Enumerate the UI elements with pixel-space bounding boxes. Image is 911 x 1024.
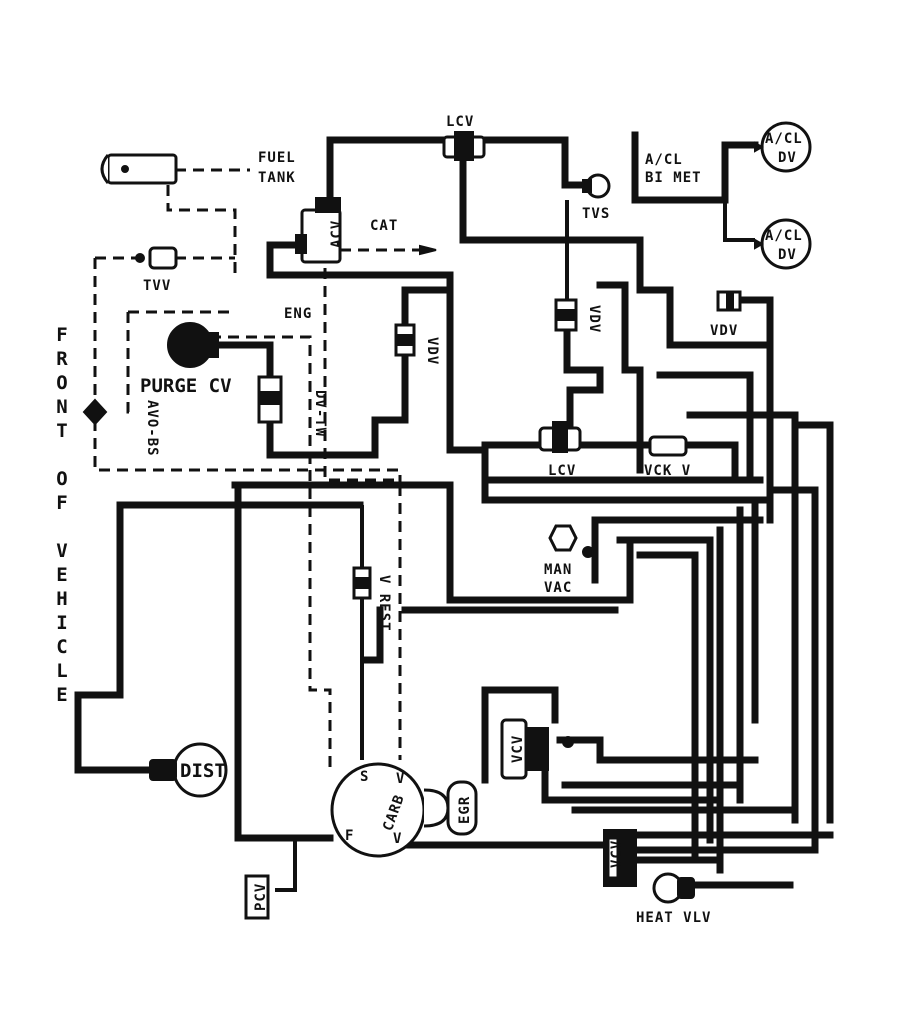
distributor (149, 742, 228, 798)
carb-port-v-top-label: V (396, 771, 405, 787)
heat-vlv-label: HEAT VLV (636, 910, 711, 926)
acl-dv-top-label-line2: DV (778, 150, 797, 166)
vcv-bottom-valve (603, 829, 637, 887)
vdv-mid-valve (554, 298, 578, 332)
acl-dv-middle (754, 218, 812, 270)
dist-label: DIST (180, 760, 226, 782)
acl-dv-top (754, 121, 812, 173)
man-vac-label-line2: VAC (544, 580, 572, 596)
purge-cv-label: PURGE CV (140, 375, 232, 397)
eng-label: ENG (284, 306, 312, 322)
dv-tw-valve (257, 375, 283, 424)
lcv-top-label: LCV (446, 114, 474, 130)
v-rest-label: V REST (376, 575, 392, 632)
front-of-vehicle-label: FRONT OF VEHICLE (51, 324, 73, 708)
cat-label: CAT (370, 218, 398, 234)
tvv-label: TVV (143, 278, 171, 294)
carb-port-s-label: S (360, 769, 369, 785)
tvv-valve (135, 246, 178, 270)
man-vac-port (548, 524, 594, 558)
fuel-tank-label-line1: FUEL (258, 150, 296, 166)
acl-bimet-label-line1: A/CL (645, 152, 683, 168)
vdv-mid-label: VDV (586, 305, 602, 333)
avo-bs-label: AVO-BS (144, 400, 160, 457)
vckv-valve (648, 435, 688, 457)
vdv-right-valve (716, 290, 742, 312)
fuel-tank-label-line2: TANK (258, 170, 296, 186)
avo-bs-valve (82, 398, 108, 426)
acv-label: ACV (329, 220, 345, 248)
carb-port-v-bot-label: V (393, 831, 402, 847)
pcv-valve (244, 874, 270, 920)
pcv-label: PCV (253, 883, 269, 911)
egr-valve (423, 780, 478, 836)
vcv-label: VCV (510, 735, 526, 763)
acl-dv-mid-label-line1: A/CL (765, 228, 803, 244)
dv-tw-label: DV-TW (312, 390, 328, 437)
fuel-tank-canister (100, 153, 178, 185)
vcv-bottom-label: VCV (609, 840, 625, 868)
vcv-valve (500, 718, 574, 780)
v-rest-restrictor (352, 566, 372, 600)
acl-bimet-label-line2: BI MET (645, 170, 702, 186)
heat-valve (652, 872, 695, 904)
acv-valve (295, 197, 342, 264)
egr-label: EGR (457, 796, 473, 824)
vckv-label: VCK V (644, 463, 691, 479)
lcv-mid-valve (538, 421, 582, 453)
dashed-hoses (93, 168, 430, 770)
vdv-center-label: VDV (424, 337, 440, 365)
lcv-mid-label: LCV (548, 463, 576, 479)
vdv-right-label: VDV (710, 323, 738, 339)
tvs-label: TVS (582, 206, 610, 222)
cat-arrow-icon (419, 244, 437, 256)
purge-cv-valve (167, 322, 219, 368)
tvs-switch (582, 173, 611, 199)
lcv-top-valve (442, 131, 486, 161)
vdv-center-valve (394, 323, 416, 357)
acl-dv-mid-label-line2: DV (778, 247, 797, 263)
acl-dv-top-label-line1: A/CL (765, 131, 803, 147)
man-vac-label-line1: MAN (544, 562, 572, 578)
carb-port-f-label: F (345, 828, 354, 844)
